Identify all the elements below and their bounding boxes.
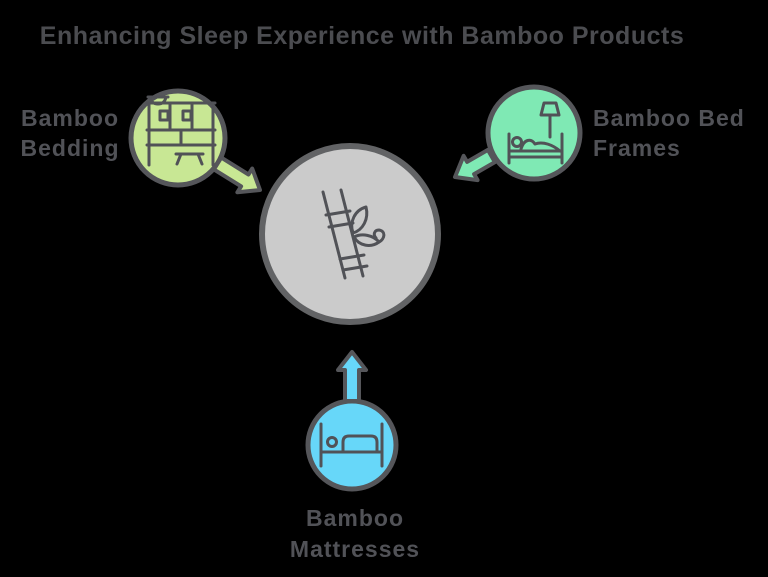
- bamboo-node-line: [338, 253, 366, 261]
- bedding-label-line2: Bedding: [21, 135, 120, 161]
- node-bamboo-bed-frames: Bamboo Bed Frames: [453, 84, 745, 183]
- sleeper-head-circle: [326, 436, 338, 448]
- linen-tie-mark: [181, 109, 193, 122]
- linen-shelf-icon: [145, 95, 217, 167]
- sleeper-head-circle: [511, 136, 523, 148]
- bamboo-icon: [321, 188, 386, 280]
- bamboo-stalk-left-line: [321, 190, 347, 280]
- center-node: [259, 143, 441, 325]
- stool-right-leg: [196, 152, 204, 166]
- bamboo-node-line: [324, 209, 352, 217]
- bamboo-node-line: [341, 264, 369, 272]
- mattresses-label-line1: Bamboo: [306, 505, 404, 531]
- bedding-arrow: [211, 155, 262, 195]
- center-circle: [259, 143, 441, 325]
- node-bamboo-mattresses: Bamboo Mattresses: [290, 350, 420, 562]
- bed-frames-arrow: [453, 147, 497, 183]
- bamboo-node-line: [327, 221, 355, 229]
- mattresses-label-line2: Mattresses: [290, 536, 420, 562]
- mattresses-arrow: [336, 350, 368, 403]
- bed-frames-label-line1: Bamboo Bed: [593, 105, 745, 131]
- diagram-title: Enhancing Sleep Experience with Bamboo P…: [40, 22, 684, 50]
- stool-left-leg: [175, 152, 183, 166]
- bed-lamp-icon: [507, 101, 564, 165]
- bed-icon: [319, 422, 384, 468]
- mattress-shape: [341, 434, 379, 454]
- bedding-label-line1: Bamboo: [21, 105, 119, 131]
- lamp-shade-shape: [539, 101, 561, 117]
- bed-frames-circle: [485, 84, 583, 182]
- bedding-circle: [128, 88, 228, 188]
- sleeper-body-line: [519, 138, 562, 153]
- node-bamboo-bedding: Bamboo Bedding: [21, 88, 262, 195]
- bed-frames-label-line2: Frames: [593, 135, 681, 161]
- bamboo-leaf-upper: [350, 205, 369, 235]
- linen-tie-mark: [158, 109, 170, 122]
- bamboo-stem-curl: [372, 228, 386, 244]
